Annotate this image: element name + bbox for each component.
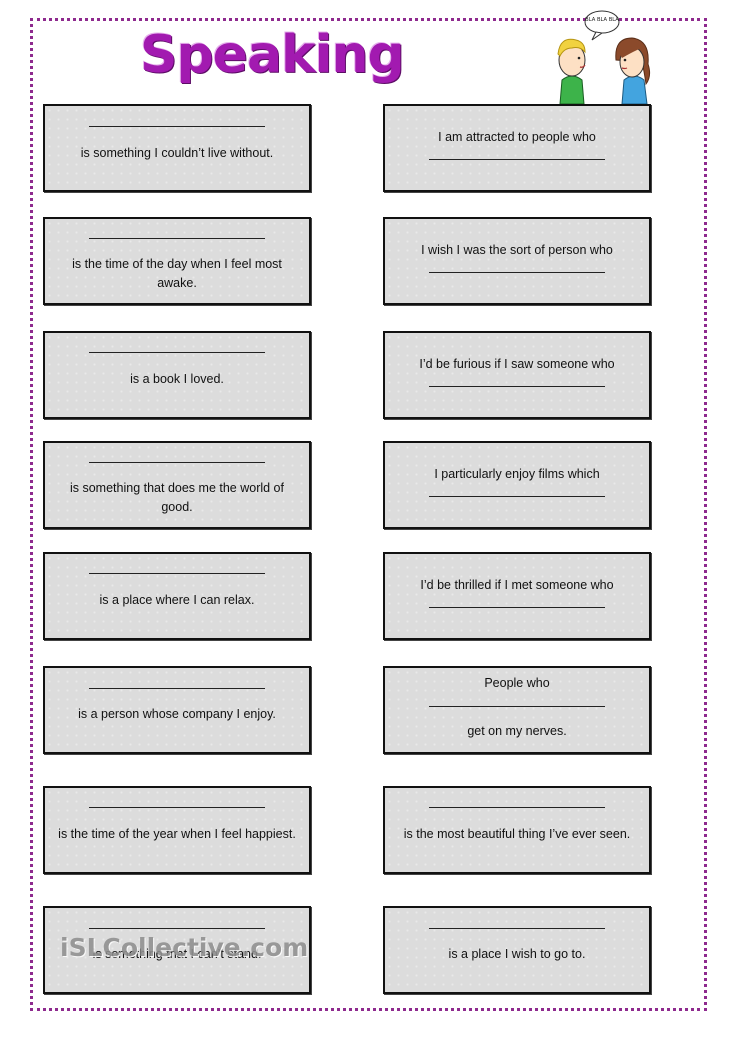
girl-figure	[615, 37, 651, 104]
card-text: is a place I wish to go to.	[448, 947, 586, 961]
speech-bubble: BLA BLA BLA	[584, 10, 620, 41]
speaking-card: I wish I was the sort of person who	[383, 217, 651, 305]
speaking-card: is the time of the year when I feel happ…	[43, 786, 311, 874]
blank-line	[89, 807, 265, 808]
blank-line	[429, 706, 605, 707]
boy-figure	[557, 38, 586, 104]
speaking-card: I’d be furious if I saw someone who	[383, 331, 651, 419]
card-text: I am attracted to people who	[438, 130, 596, 144]
card-text: is something that does me the world of g…	[69, 481, 284, 514]
speaking-card: is a place where I can relax.	[43, 552, 311, 640]
speaking-card: People who get on my nerves.	[383, 666, 651, 754]
speaking-card: I particularly enjoy films which	[383, 441, 651, 529]
talking-children-illustration: BLA BLA BLA	[557, 10, 651, 104]
card-text: is a person whose company I enjoy.	[78, 707, 276, 721]
speech-bubble-text: BLA BLA BLA	[585, 17, 619, 23]
card-text: is the most beautiful thing I’ve ever se…	[403, 827, 631, 841]
speaking-card: is something I couldn’t live without.	[43, 104, 311, 192]
card-text: is a place where I can relax.	[99, 593, 255, 607]
card-text: is something that I can’t stand.	[92, 947, 262, 961]
speaking-card: is a place I wish to go to.	[383, 906, 651, 994]
blank-line	[429, 928, 605, 929]
blank-line	[429, 807, 605, 808]
blank-line	[429, 159, 605, 160]
speaking-card: is something that does me the world of g…	[43, 441, 311, 529]
blank-line	[89, 126, 265, 127]
card-text: I’d be thrilled if I met someone who	[420, 578, 614, 592]
card-text-second: get on my nerves.	[467, 724, 567, 738]
card-text: is the time of the day when I feel most …	[72, 257, 282, 290]
speaking-card: is a person whose company I enjoy.	[43, 666, 311, 754]
blank-line	[429, 496, 605, 497]
blank-line	[89, 238, 265, 239]
blank-line	[89, 462, 265, 463]
dotted-border	[30, 18, 707, 1011]
card-text: is something I couldn’t live without.	[80, 146, 274, 160]
card-text: I’d be furious if I saw someone who	[419, 357, 615, 371]
card-text: is the time of the year when I feel happ…	[58, 827, 296, 841]
speaking-card: I am attracted to people who	[383, 104, 651, 192]
speaking-card: is something that I can’t stand.	[43, 906, 311, 994]
blank-line	[89, 573, 265, 574]
speaking-card: I’d be thrilled if I met someone who	[383, 552, 651, 640]
speaking-card: is the most beautiful thing I’ve ever se…	[383, 786, 651, 874]
speaking-card: is the time of the day when I feel most …	[43, 217, 311, 305]
page-title: Speaking cards	[140, 25, 405, 167]
speaking-card: is a book I loved.	[43, 331, 311, 419]
card-text: is a book I loved.	[130, 372, 224, 386]
blank-line	[89, 688, 265, 689]
blank-line	[429, 607, 605, 608]
blank-line	[89, 928, 265, 929]
card-text: I particularly enjoy films which	[434, 467, 600, 481]
blank-line	[89, 352, 265, 353]
blank-line	[429, 272, 605, 273]
card-text: I wish I was the sort of person who	[421, 243, 613, 257]
blank-line	[429, 386, 605, 387]
card-text: People who	[484, 676, 550, 690]
